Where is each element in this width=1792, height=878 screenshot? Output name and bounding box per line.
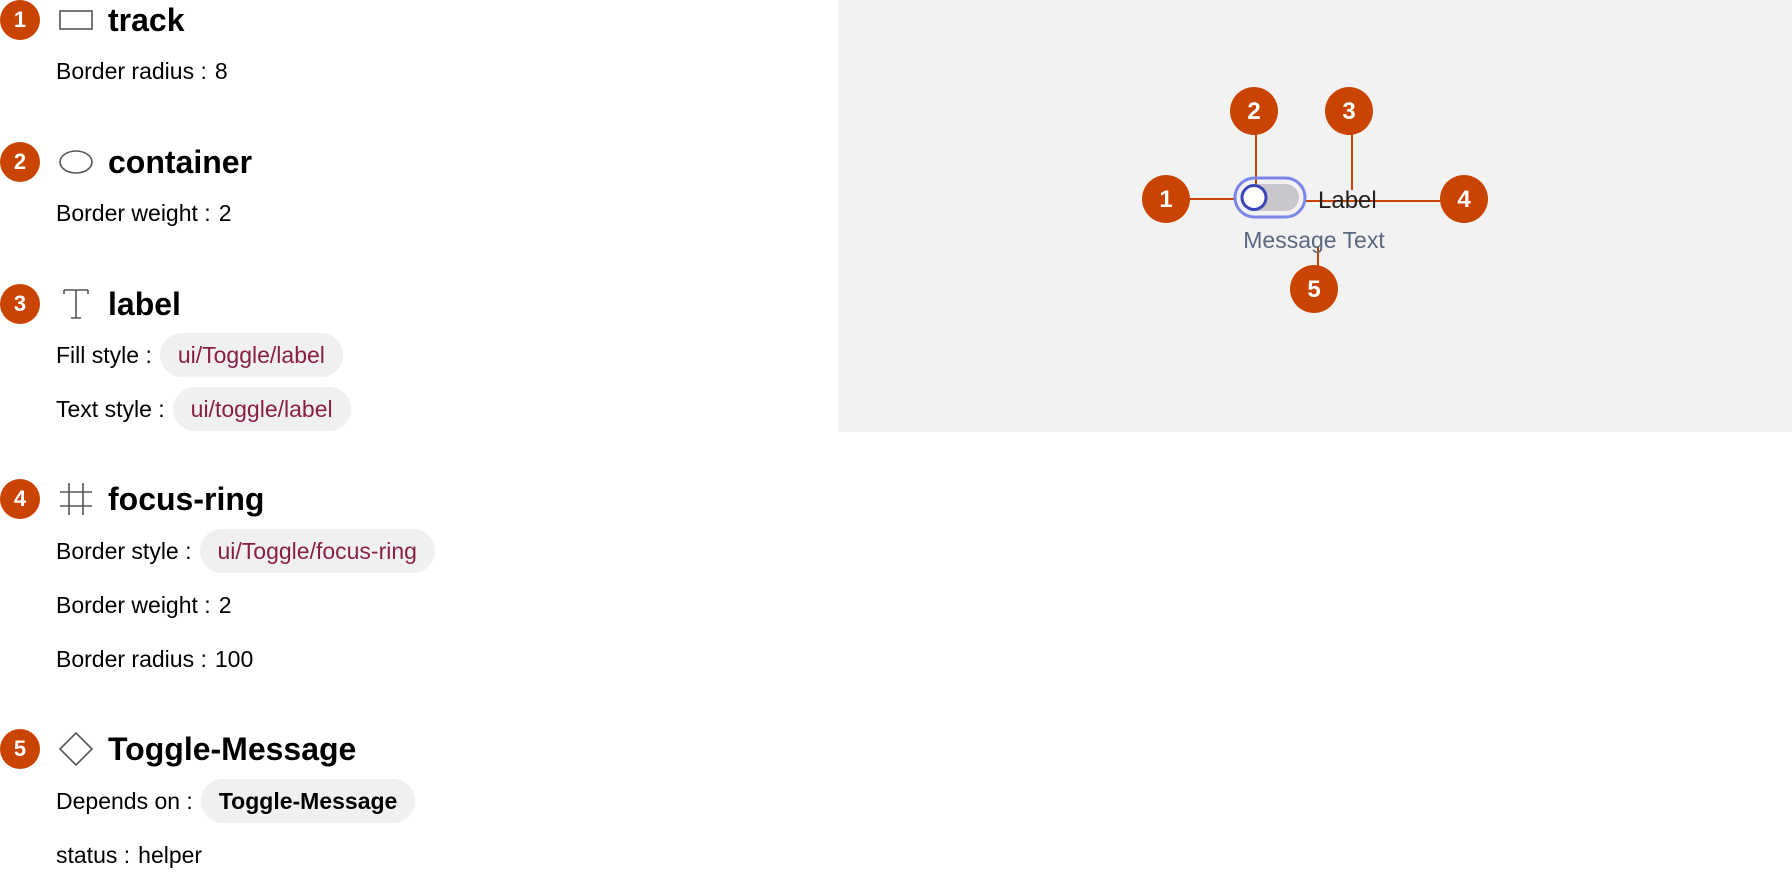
- prop-key: Border weight :: [56, 199, 211, 226]
- part-prop: Border weight : 2: [56, 583, 232, 627]
- part-number-badge: 5: [0, 729, 40, 769]
- callout-badge-3: 3: [1325, 87, 1373, 135]
- anatomy-list: 1 track Border radius : 8 2 container Bo…: [0, 0, 830, 878]
- callout-number: 1: [1159, 186, 1172, 213]
- part-number-badge: 3: [0, 284, 40, 324]
- toggle-knob[interactable]: [1240, 184, 1268, 211]
- rectangle-icon: [59, 10, 93, 30]
- frame-icon: [60, 483, 92, 515]
- style-chip[interactable]: ui/Toggle/focus-ring: [199, 529, 435, 573]
- style-chip[interactable]: ui/Toggle/label: [159, 333, 343, 377]
- part-title: container: [108, 144, 253, 180]
- prop-key: Border radius :: [56, 57, 207, 84]
- dependency-chip[interactable]: Toggle-Message: [200, 779, 416, 823]
- part-prop: Text style : ui/toggle/label: [56, 387, 351, 431]
- prop-key: status :: [56, 841, 131, 868]
- callout-badge-1: 1: [1142, 175, 1190, 223]
- part-prop: Border radius : 8: [56, 49, 228, 93]
- anatomy-diagram: Label Message Text 1 2 3 4 5: [1142, 87, 1488, 313]
- component-instance-icon: [58, 731, 94, 767]
- part-prop: status : helper: [56, 833, 202, 877]
- callout-badge-2: 2: [1230, 87, 1278, 135]
- prop-key: Fill style :: [56, 341, 152, 368]
- part-title: track: [108, 2, 185, 38]
- prop-key: Border radius :: [56, 645, 207, 672]
- prop-value: 2: [218, 199, 232, 226]
- callout-number: 3: [1342, 98, 1355, 125]
- callout-badge-5: 5: [1290, 265, 1338, 313]
- ellipse-icon: [59, 150, 93, 174]
- text-icon: [63, 289, 89, 319]
- part-title: label: [108, 286, 181, 322]
- part-number-badge: 1: [0, 0, 40, 40]
- prop-value: helper: [138, 841, 203, 868]
- part-number-badge: 2: [0, 142, 40, 182]
- callout-badge-4: 4: [1440, 175, 1488, 223]
- prop-value: 100: [214, 645, 254, 672]
- part-number-badge: 4: [0, 479, 40, 519]
- part-prop: Border radius : 100: [56, 637, 253, 681]
- part-prop: Border weight : 2: [56, 191, 232, 235]
- part-prop: Depends on : Toggle-Message: [56, 779, 416, 823]
- prop-key: Border weight :: [56, 591, 211, 618]
- style-chip[interactable]: ui/toggle/label: [172, 387, 351, 431]
- callout-number: 4: [1457, 186, 1471, 213]
- callout-number: 5: [1307, 276, 1320, 303]
- prop-key: Depends on :: [56, 787, 193, 814]
- toggle-label: Label: [1318, 187, 1377, 214]
- part-title: focus-ring: [108, 481, 265, 517]
- component-preview: Label Message Text 1 2 3 4 5: [838, 0, 1792, 432]
- part-prop: Border style : ui/Toggle/focus-ring: [56, 529, 435, 573]
- toggle-focus-ring: [1233, 176, 1307, 219]
- part-prop: Fill style : ui/Toggle/label: [56, 333, 343, 377]
- prop-key: Border style :: [56, 537, 192, 564]
- prop-value: 2: [218, 591, 232, 618]
- part-title: Toggle-Message: [108, 731, 357, 767]
- toggle-message-text: Message Text: [1243, 227, 1385, 253]
- callout-number: 2: [1247, 98, 1260, 125]
- prop-key: Text style :: [56, 395, 165, 422]
- prop-value: 8: [214, 57, 228, 84]
